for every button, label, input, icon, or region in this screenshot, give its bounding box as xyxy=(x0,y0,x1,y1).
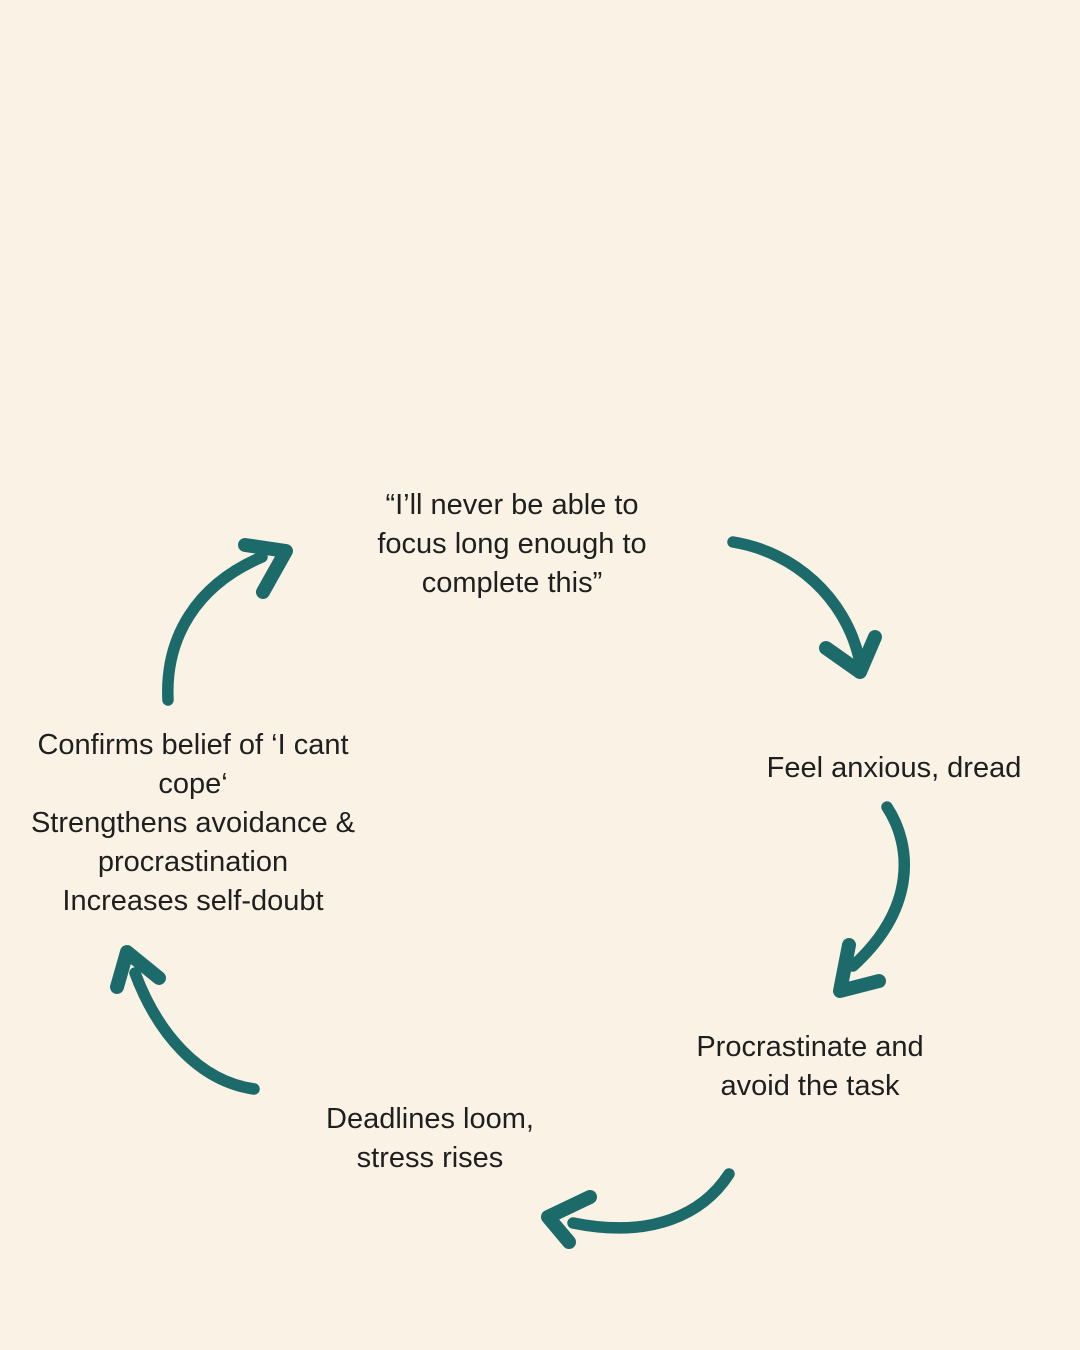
arrow-shaft xyxy=(567,1168,735,1234)
arrow-thought-to-anxious-icon xyxy=(727,536,882,679)
node-negative-thought: “I’ll never be able to focus long enough… xyxy=(377,489,647,599)
arrow-head-icon xyxy=(238,538,293,599)
arrow-deadlines-to-confirms-icon xyxy=(110,945,260,1095)
arrow-procrastinate-to-deadlines-icon xyxy=(541,1168,735,1249)
arrow-head-icon xyxy=(833,938,886,998)
arrow-confirms-to-thought-icon xyxy=(162,538,293,706)
arrow-shaft xyxy=(847,801,911,972)
node-feel-anxious: Feel anxious, dread xyxy=(766,752,1022,784)
arrow-anxious-to-procrastinate-icon xyxy=(833,801,911,998)
node-deadlines-loom: Deadlines loom, stress rises xyxy=(326,1103,534,1174)
arrow-shaft xyxy=(129,967,260,1095)
arrow-shaft xyxy=(727,536,865,664)
node-procrastinate: Procrastinate and avoid the task xyxy=(696,1031,924,1102)
arrow-shaft xyxy=(162,551,268,706)
arrow-head-icon xyxy=(541,1190,597,1249)
arrow-head-icon xyxy=(110,945,166,994)
node-confirms-belief: Confirms belief of ‘I cant cope‘ Strengt… xyxy=(30,729,356,917)
arrow-head-icon xyxy=(819,630,882,679)
